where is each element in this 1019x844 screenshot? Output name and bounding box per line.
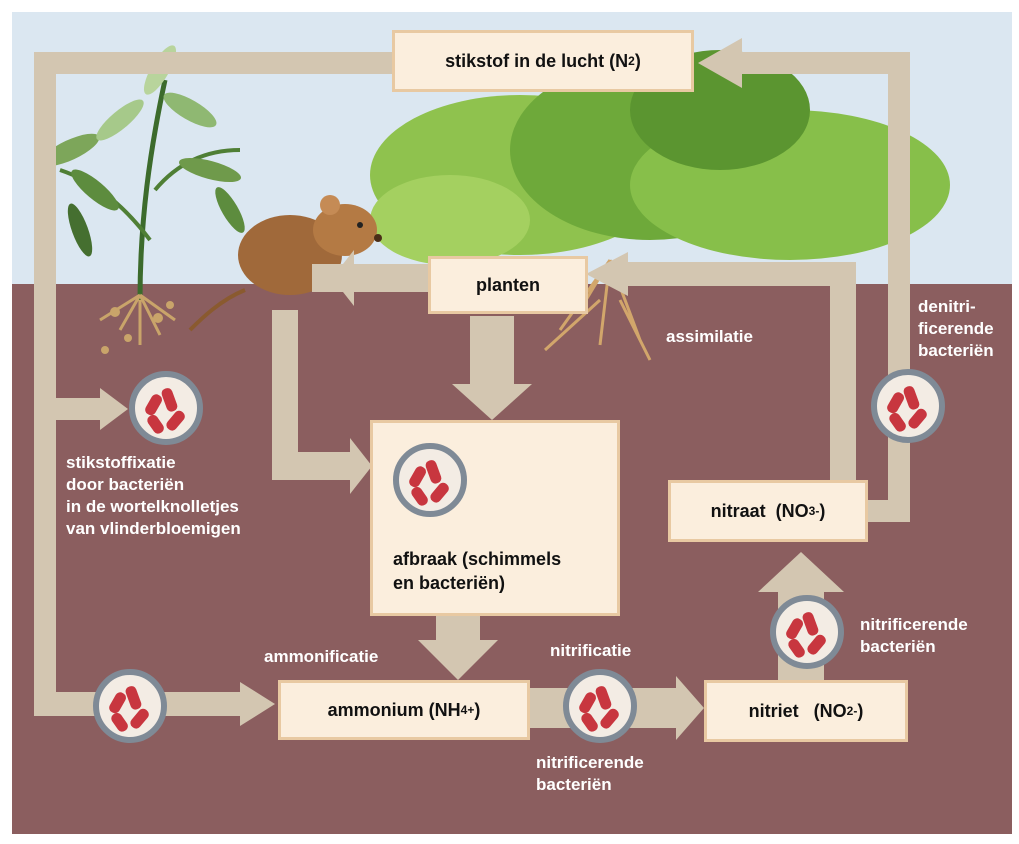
label-denitrificerende-line-2: ficerende bbox=[918, 318, 994, 340]
node-nitraat-close: ) bbox=[819, 501, 825, 522]
label-denitrificerende: denitri- ficerende bacteriën bbox=[918, 296, 994, 362]
node-afbraak: afbraak (schimmels en bacteriën) bbox=[370, 420, 620, 616]
arrow-mouse-right bbox=[272, 452, 352, 480]
node-planten-text: planten bbox=[476, 275, 540, 296]
node-nitraat-text: nitraat (NO bbox=[711, 501, 809, 522]
arrow-to-fixation bbox=[56, 398, 106, 420]
label-nitrificerende-rechts-line-2: bacteriën bbox=[860, 636, 968, 658]
arrow-nitriet-up bbox=[778, 590, 824, 680]
arrow-planten-down bbox=[470, 316, 514, 386]
label-nitrificerende-onder-line-2: bacteriën bbox=[536, 774, 644, 796]
label-nitrificerende-rechts: nitrificerende bacteriën bbox=[860, 614, 968, 658]
node-afbraak-line-2: en bacteriën) bbox=[393, 571, 561, 595]
node-ammonium-close: ) bbox=[474, 700, 480, 721]
arrow-nitraat-right bbox=[866, 500, 910, 522]
arrow-planten-left bbox=[312, 264, 432, 292]
label-denitrificerende-line-3: bacteriën bbox=[918, 340, 994, 362]
label-nitrificerende-rechts-line-1: nitrificerende bbox=[860, 614, 968, 636]
label-stikstoffixatie-line-4: van vlinderbloemigen bbox=[66, 518, 241, 540]
arrow-ammonium-nitriet bbox=[530, 688, 680, 728]
node-lucht-close: ) bbox=[635, 51, 641, 72]
arrow-lucht-left-top bbox=[34, 52, 394, 74]
label-nitrificerende-onder-line-1: nitrificerende bbox=[536, 752, 644, 774]
node-planten: planten bbox=[428, 256, 588, 314]
arrow-left-vertical bbox=[34, 52, 56, 712]
label-ammonificatie: ammonificatie bbox=[264, 646, 378, 668]
label-stikstoffixatie: stikstoffixatie door bacteriën in de wor… bbox=[66, 452, 241, 540]
label-assimilatie: assimilatie bbox=[666, 326, 753, 348]
label-stikstoffixatie-line-1: stikstoffixatie bbox=[66, 452, 241, 474]
label-nitrificatie: nitrificatie bbox=[550, 640, 631, 662]
arrow-assimilatie-top bbox=[624, 262, 856, 286]
node-ammonium-text: ammonium (NH bbox=[328, 700, 461, 721]
arrow-right-vertical bbox=[888, 52, 910, 522]
node-lucht-text: stikstof in de lucht (N bbox=[445, 51, 628, 72]
label-nitrificerende-onder: nitrificerende bacteriën bbox=[536, 752, 644, 796]
node-nitriet-text: nitriet (NO bbox=[749, 701, 847, 722]
arrow-right-top bbox=[740, 52, 910, 74]
label-stikstoffixatie-line-3: in de wortelknolletjes bbox=[66, 496, 241, 518]
arrow-bottom-to-ammonium bbox=[34, 692, 244, 716]
arrow-assimilatie-vertical bbox=[830, 262, 856, 482]
node-afbraak-line-1: afbraak (schimmels bbox=[393, 547, 561, 571]
label-stikstoffixatie-line-2: door bacteriën bbox=[66, 474, 241, 496]
arrow-afbraak-down bbox=[436, 612, 480, 642]
node-nitriet-close: ) bbox=[857, 701, 863, 722]
label-denitrificerende-line-1: denitri- bbox=[918, 296, 994, 318]
